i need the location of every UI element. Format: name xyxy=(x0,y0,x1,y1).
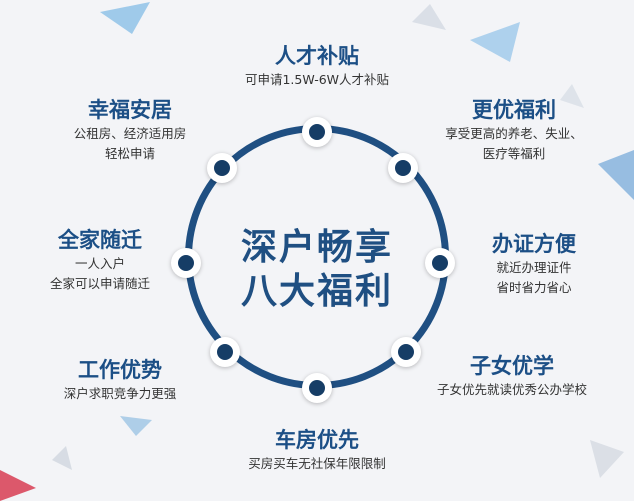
benefit-better-welfare: 更优福利 享受更高的养老、失业、 医疗等福利 xyxy=(414,96,614,164)
benefit-title: 办证方便 xyxy=(492,232,576,256)
benefit-talent-subsidy: 人才补贴 可申请1.5W-6W人才补贴 xyxy=(217,42,417,90)
benefit-children-education: 子女优学 子女优先就读优秀公办学校 xyxy=(412,352,612,400)
ring-node xyxy=(207,153,237,183)
benefit-description: 深户求职竞争力更强 xyxy=(63,386,177,401)
center-title-line2: 八大福利 xyxy=(240,271,393,312)
benefit-title: 车房优先 xyxy=(275,428,359,452)
benefit-description: 公租房、经济适用房 xyxy=(73,126,187,141)
benefit-description: 可申请1.5W-6W人才补贴 xyxy=(244,72,390,87)
ring-node xyxy=(391,337,421,367)
benefit-title: 幸福安居 xyxy=(88,98,172,122)
benefit-description: 全家可以申请随迁 xyxy=(49,276,150,291)
ring-node xyxy=(210,337,240,367)
benefit-description: 一人入户 xyxy=(74,256,125,271)
ring-node xyxy=(425,248,455,278)
benefit-title: 全家随迁 xyxy=(58,228,142,252)
benefit-description: 享受更高的养老、失业、 xyxy=(445,126,583,141)
center-title-line1: 深户畅享 xyxy=(240,227,393,268)
benefit-description: 省时省力省心 xyxy=(496,280,572,295)
benefit-title: 更优福利 xyxy=(472,98,556,122)
benefit-description: 买房买车无社保年限限制 xyxy=(248,456,386,471)
ring-node xyxy=(302,117,332,147)
benefit-title: 子女优学 xyxy=(470,354,554,378)
benefit-family-relocation: 全家随迁 一人入户 全家可以申请随迁 xyxy=(20,226,180,294)
benefit-description: 子女优先就读优秀公办学校 xyxy=(436,382,587,397)
ring-node xyxy=(171,248,201,278)
ring-node xyxy=(302,373,332,403)
benefit-car-house-priority: 车房优先 买房买车无社保年限限制 xyxy=(217,426,417,474)
benefit-description: 轻松申请 xyxy=(104,146,155,161)
benefit-description: 就近办理证件 xyxy=(496,260,572,275)
ring-node xyxy=(388,153,418,183)
benefit-description: 医疗等福利 xyxy=(482,146,546,161)
benefit-happy-housing: 幸福安居 公租房、经济适用房 轻松申请 xyxy=(40,96,220,164)
benefit-easy-documents: 办证方便 就近办理证件 省时省力省心 xyxy=(454,230,614,298)
benefit-job-advantage: 工作优势 深户求职竞争力更强 xyxy=(40,356,200,404)
benefit-title: 工作优势 xyxy=(78,358,162,382)
benefit-title: 人才补贴 xyxy=(275,44,359,68)
